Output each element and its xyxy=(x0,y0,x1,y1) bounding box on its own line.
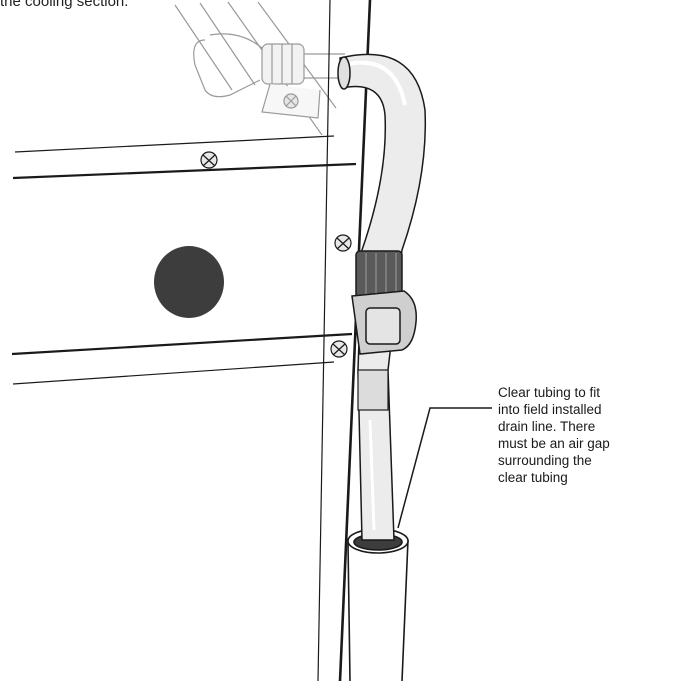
cabinet-side-inner-edge xyxy=(317,0,331,681)
screw-icon xyxy=(330,340,348,358)
furnace-cabinet xyxy=(11,0,372,681)
screw-icon xyxy=(334,234,352,252)
callout-line: into field installed xyxy=(498,402,602,417)
callout-line: clear tubing xyxy=(498,470,568,485)
tubing-coupling xyxy=(355,250,403,300)
panel-seam-upper xyxy=(12,162,357,180)
callout-line: Clear tubing to fit xyxy=(498,385,601,400)
screw-icon xyxy=(200,151,218,169)
callout-line: surrounding the xyxy=(498,453,592,468)
callout-line: must be an air gap xyxy=(498,436,610,451)
top-caption-text: the cooling section. xyxy=(0,0,129,10)
callout-text: Clear tubing to fit into field installed… xyxy=(498,384,668,486)
callout-line: drain line. There xyxy=(498,419,596,434)
callout-leader xyxy=(397,407,492,529)
ghost-elbow-assembly xyxy=(174,1,345,136)
panel-top-edge xyxy=(14,135,335,153)
panel-bottom-edge xyxy=(12,361,335,385)
field-drain-line xyxy=(347,528,409,681)
cabinet-corner-edge xyxy=(338,0,372,681)
knockout-hole xyxy=(154,246,224,318)
panel-seam-lower xyxy=(11,332,353,356)
tubing-mounting-clip xyxy=(351,290,417,355)
